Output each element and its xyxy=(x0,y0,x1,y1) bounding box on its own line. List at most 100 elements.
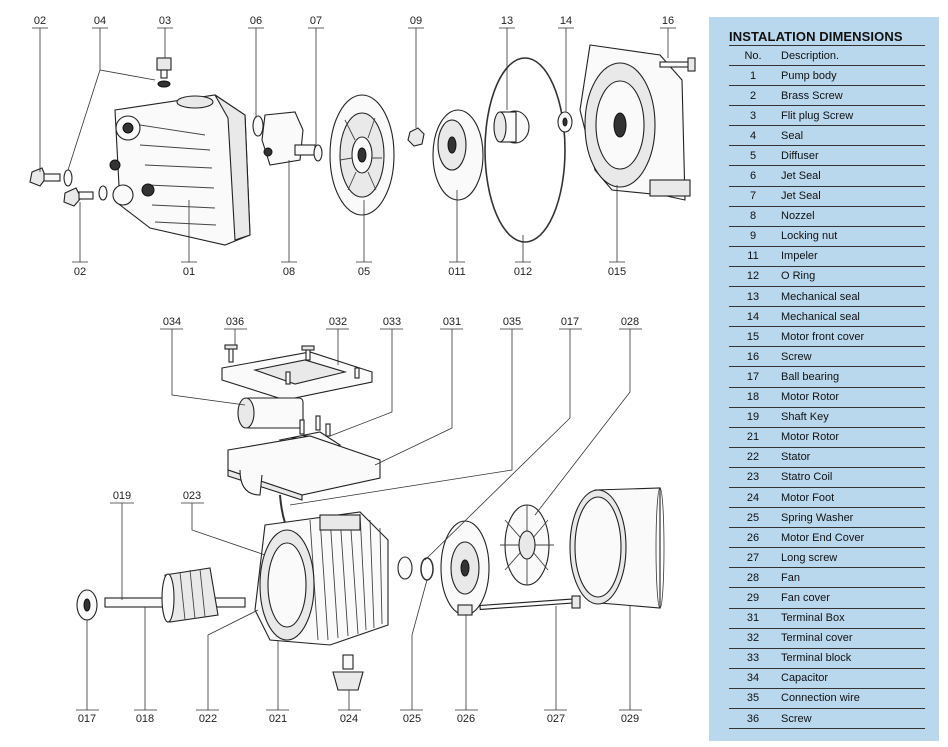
legend-row-number: 3 xyxy=(749,109,757,122)
callout-036: 036 xyxy=(226,316,244,328)
callout-09: 09 xyxy=(410,15,422,27)
callout-029: 029 xyxy=(621,713,639,725)
legend-row: 11 Impeler xyxy=(729,247,925,267)
part-ball-bearing-right xyxy=(397,556,413,580)
legend-row-description: Flit plug Screw xyxy=(781,109,854,122)
callout-032: 032 xyxy=(329,316,347,328)
legend-row-description: Nozzel xyxy=(781,210,815,223)
legend-row-number: 16 xyxy=(746,350,760,363)
legend-row-number: 34 xyxy=(746,672,760,685)
legend-row-description: Statro Coil xyxy=(781,471,833,484)
callout-028: 028 xyxy=(621,316,639,328)
part-motor-end-cover xyxy=(440,520,490,616)
part-motor-foot xyxy=(332,654,364,691)
legend-row: 25 Spring Washer xyxy=(729,508,925,529)
legend-row-number: 31 xyxy=(746,612,760,625)
part-motor-front-cover xyxy=(579,44,691,201)
parts-legend-panel: INSTALATION DIMENSIONS No. Description. … xyxy=(709,17,939,741)
legend-header-row: No. Description. xyxy=(729,46,925,66)
legend-row-description: Ball bearing xyxy=(781,370,840,383)
legend-row-description: Capacitor xyxy=(781,672,829,685)
legend-row-number: 23 xyxy=(746,471,760,484)
callout-035: 035 xyxy=(503,316,521,328)
legend-row-number: 11 xyxy=(747,250,759,263)
part-terminal-box xyxy=(227,435,381,501)
callout-011: 011 xyxy=(448,266,466,278)
legend-row-description: Jet Seal xyxy=(781,190,821,203)
part-o-ring xyxy=(484,57,566,243)
callout-021: 021 xyxy=(269,713,287,725)
legend-row-number: 21 xyxy=(746,431,760,444)
legend-row-description: Impeler xyxy=(781,250,818,263)
callout-022: 022 xyxy=(199,713,217,725)
callout-026: 026 xyxy=(457,713,475,725)
legend-row-number: 22 xyxy=(746,451,760,464)
part-pump-body xyxy=(109,94,251,246)
legend-row-description: Motor Rotor xyxy=(781,391,840,404)
legend-row: 17 Ball bearing xyxy=(729,367,925,388)
callout-034: 034 xyxy=(163,316,181,328)
callout-16: 16 xyxy=(662,15,674,27)
callout-018: 018 xyxy=(136,713,154,725)
callout-02-bottom: 02 xyxy=(74,266,86,278)
legend-row-number: 28 xyxy=(746,571,760,584)
callout-05: 05 xyxy=(358,266,370,278)
legend-row-description: Shaft Key xyxy=(781,411,829,424)
callout-025: 025 xyxy=(403,713,421,725)
legend-row-number: 35 xyxy=(746,692,760,705)
legend-row-number: 12 xyxy=(746,270,760,283)
legend-row-description: Terminal block xyxy=(781,652,852,665)
callout-031: 031 xyxy=(443,316,461,328)
part-brass-screw-left xyxy=(29,167,73,187)
legend-row-description: Motor front cover xyxy=(781,330,865,343)
legend-row: 36 Screw xyxy=(729,709,925,730)
legend-row-number: 26 xyxy=(746,531,760,544)
legend-row-description: Motor Rotor xyxy=(781,431,840,444)
legend-row-description: Connection wire xyxy=(781,692,860,705)
legend-row: 21 Motor Rotor xyxy=(729,428,925,448)
legend-row-number: 17 xyxy=(746,370,760,383)
legend-header-no: No. xyxy=(744,49,762,62)
part-terminal-cover xyxy=(221,344,373,401)
legend-row: 7 Jet Seal xyxy=(729,187,925,207)
callout-023: 023 xyxy=(183,490,201,502)
legend-row: 31 Terminal Box xyxy=(729,609,925,629)
legend-row: 23 Statro Coil xyxy=(729,468,925,488)
legend-row-number: 7 xyxy=(749,190,757,203)
legend-row-number: 29 xyxy=(746,591,760,604)
part-plug-screw xyxy=(156,57,172,71)
legend-row-number: 5 xyxy=(749,149,757,162)
legend-row-description: Spring Washer xyxy=(781,511,854,524)
callout-019: 019 xyxy=(113,490,131,502)
legend-row-number: 24 xyxy=(746,491,760,504)
legend-row-number: 25 xyxy=(746,511,760,524)
callout-017-bottom: 017 xyxy=(78,713,96,725)
part-jet-seal-small xyxy=(313,144,323,162)
legend-row-description: Terminal Box xyxy=(781,612,845,625)
legend-header-description: Description. xyxy=(781,49,840,62)
legend-row-description: Seal xyxy=(781,129,804,142)
legend-row-number: 9 xyxy=(749,230,757,243)
callout-017-top: 017 xyxy=(561,316,579,328)
part-spring-washer xyxy=(420,557,434,581)
part-locking-nut xyxy=(407,127,425,147)
callout-012: 012 xyxy=(514,266,532,278)
legend-row-number: 32 xyxy=(746,632,760,645)
legend-row-number: 33 xyxy=(746,652,760,665)
top-leader-lines xyxy=(32,27,676,263)
legend-row-number: 36 xyxy=(746,712,760,725)
legend-row: 33 Terminal block xyxy=(729,649,925,669)
part-impeller xyxy=(432,109,484,201)
legend-row-description: Fan cover xyxy=(781,591,830,604)
part-diffuser xyxy=(329,94,395,216)
legend-row-description: Screw xyxy=(781,712,812,725)
callout-08: 08 xyxy=(283,266,295,278)
legend-row-description: O Ring xyxy=(781,270,816,283)
legend-row-description: Long screw xyxy=(781,551,838,564)
